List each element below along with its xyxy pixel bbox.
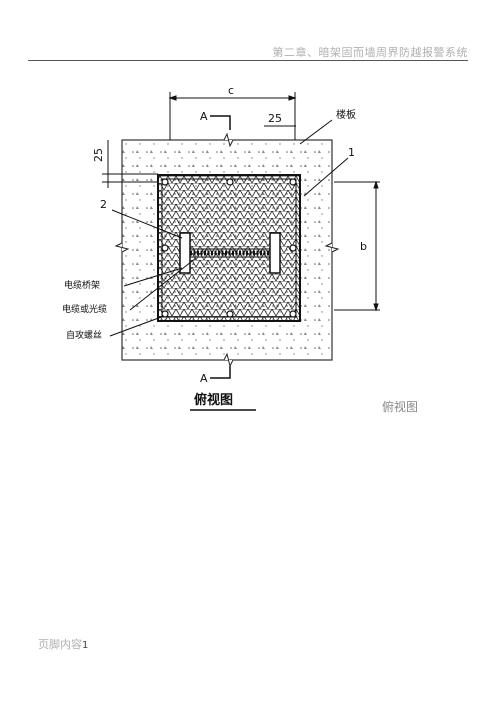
dimension-c (168, 92, 297, 140)
break-mark-left (114, 242, 130, 253)
dimension-25-top-label: 25 (268, 112, 282, 125)
break-mark-bottom (223, 352, 234, 368)
dimension-c-label: c (228, 84, 234, 97)
dimension-b (334, 180, 380, 312)
cable-tray-label: 电缆桥架 (64, 279, 100, 291)
header-divider (28, 60, 468, 61)
figure-caption: 俯视图 (382, 400, 419, 414)
label-1-leader (303, 157, 349, 197)
page-header-title: 第二章、暗架固而墙周界防越报警系统 (272, 46, 468, 59)
section-mark-bottom (210, 366, 231, 379)
top-view-drawing: c A 25 楼板 25 1 b 2 (60, 78, 380, 418)
break-mark-right (324, 242, 340, 253)
floor-label: 楼板 (336, 108, 356, 121)
dimension-25-side (102, 140, 158, 188)
drawing-svg: c A 25 楼板 25 1 b 2 (62, 84, 380, 411)
section-label-top: A (200, 110, 208, 123)
view-title: 俯视图 (194, 392, 233, 408)
page-footer: 页脚内容1 (38, 636, 88, 652)
label-1: 1 (348, 146, 355, 159)
dimension-b-label: b (360, 240, 367, 253)
tray-leader (123, 267, 183, 287)
dimension-25-side-label: 25 (92, 148, 105, 162)
footer-label: 页脚内容 (38, 638, 82, 651)
screw-leader (109, 315, 165, 337)
cable-leader (129, 257, 197, 311)
section-mark-top (210, 115, 231, 130)
label-2: 2 (100, 198, 107, 211)
floor-leader (299, 119, 333, 145)
break-mark-top (223, 132, 234, 148)
screw-label: 自攻螺丝 (66, 329, 102, 341)
page-number: 1 (82, 640, 89, 651)
section-label-bottom: A (200, 372, 208, 385)
label-2-leader (111, 209, 183, 239)
cable-label: 电缆或光缆 (62, 303, 107, 315)
screw-holes (161, 178, 297, 318)
